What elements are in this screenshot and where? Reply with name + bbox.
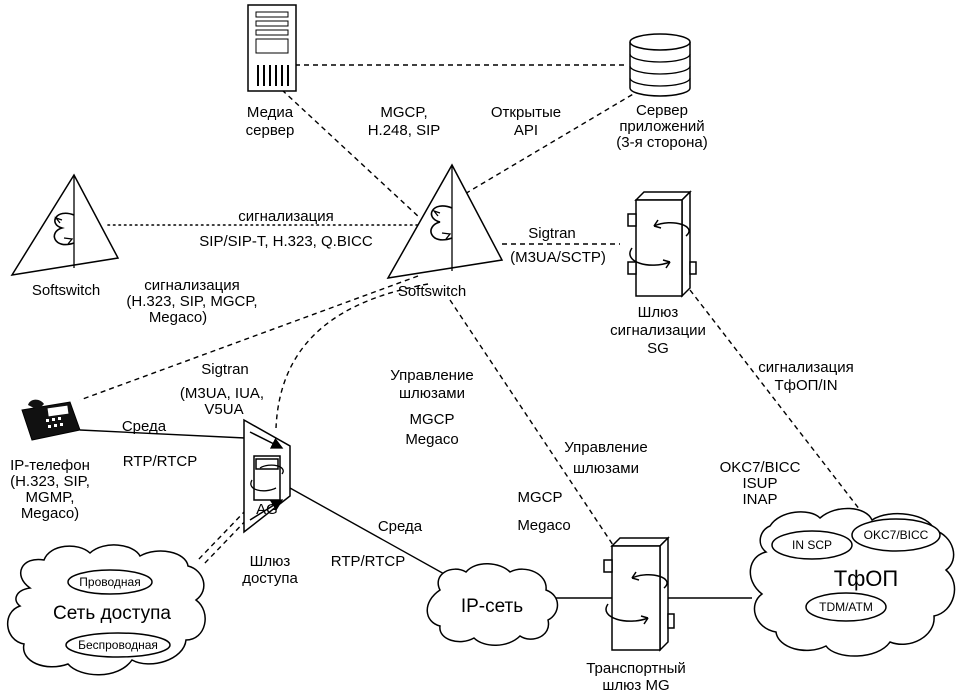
open-api-label-1: Открытые [491, 104, 561, 121]
app-server-label-1: Сервер [636, 102, 688, 119]
ip-phone-icon[interactable] [21, 399, 81, 441]
mg-label-1: Транспортный [586, 660, 686, 677]
mg-proto-label-1: MGCP [518, 489, 563, 506]
mg-mgmt-label-2: шлюзами [573, 460, 639, 477]
wireless-ellipse [65, 632, 171, 658]
okc7-label: OKC7/BICC [864, 528, 929, 542]
ag-label-2: доступа [242, 570, 298, 587]
sigtran-sg-label-2: (M3UA/SCTP) [510, 249, 606, 266]
pstn-proto-label-1: OKC7/BICC [720, 459, 801, 476]
ss-ss-label-2: SIP/SIP-T, H.323, Q.BICC [199, 233, 373, 250]
phone-signaling-label-1: сигнализация [144, 277, 239, 294]
ss-ss-label-1: сигнализация [238, 208, 333, 225]
phone-ag-link [79, 429, 246, 439]
media-ctrl-label-2: H.248, SIP [368, 122, 441, 139]
ip-network-cloud[interactable] [426, 563, 559, 646]
media-softswitch-link [281, 89, 421, 219]
softswitch-left-label: Softswitch [32, 282, 100, 299]
ip-phone-label-2: (H.323, SIP, [10, 473, 90, 490]
ag-mgmt-label-2: шлюзами [399, 385, 465, 402]
database-icon[interactable] [629, 33, 691, 97]
wireless-label: Беспроводная [78, 638, 158, 652]
sg-label-3: SG [647, 340, 669, 357]
tdm-ellipse [805, 592, 887, 622]
ip-phone-label-1: IP-телефон [10, 457, 90, 474]
ag-mgmt-label-3: MGCP [410, 411, 455, 428]
ag-media-label-2: RTP/RTCP [331, 553, 405, 570]
open-api-label-2: API [514, 122, 538, 139]
phone-media-label-2: RTP/RTCP [123, 453, 197, 470]
media-server-icon[interactable] [247, 4, 297, 92]
app-server-label-3: (3-я сторона) [616, 134, 707, 151]
ag-mgmt-label-4: Megaco [405, 431, 458, 448]
ip-phone-label-4: Megaco) [21, 505, 79, 522]
ip-network-label: IP-сеть [461, 596, 523, 617]
sg-label-1: Шлюз [638, 304, 679, 321]
softswitch-center-icon[interactable] [386, 163, 504, 279]
mg-label-2: шлюз MG [602, 677, 669, 693]
media-server-label-1: Медиа [247, 104, 294, 121]
ag-ipnet-link [289, 487, 456, 581]
access-network-title: Сеть доступа [53, 603, 171, 624]
ag-access-link-1 [197, 509, 247, 561]
in-scp-label: IN SCP [792, 538, 832, 552]
app-server-label-2: приложений [619, 118, 704, 135]
sigtran-sg-label-1: Sigtran [528, 225, 576, 242]
softswitch-phone-link [79, 275, 419, 401]
pstn-title: ТфОП [834, 566, 898, 591]
mg-proto-label-2: Megaco [517, 517, 570, 534]
media-server-label-2: сервер [246, 122, 295, 139]
pstn-proto-label-2: ISUP [742, 475, 777, 492]
phone-signaling-label-3: Megaco) [149, 309, 207, 326]
sg-pstn-link [689, 289, 861, 511]
tdm-label: TDM/ATM [819, 600, 873, 614]
sigtran-ag-label-3: V5UA [204, 401, 243, 418]
wired-ellipse [67, 569, 153, 595]
softswitch-mg-link [449, 299, 616, 549]
okc7-ellipse [851, 518, 941, 552]
phone-media-label-1: Среда [122, 418, 167, 435]
ag-label-1: Шлюз [250, 553, 291, 570]
ag-mgmt-label-1: Управление [390, 367, 473, 384]
pstn-proto-label-3: INAP [742, 491, 777, 508]
wired-label: Проводная [79, 575, 140, 589]
transport-gateway-icon[interactable] [603, 536, 675, 652]
softswitch-center-label: Softswitch [398, 283, 466, 300]
signaling-gateway-icon[interactable] [627, 190, 697, 298]
ag-media-label-1: Среда [378, 518, 423, 535]
softswitch-ag-link [275, 283, 429, 429]
softswitch-left-icon[interactable] [10, 173, 120, 277]
pstn-signaling-label-1: сигнализация [758, 359, 853, 376]
ag-tag: AG [256, 501, 278, 518]
mg-mgmt-label-1: Управление [564, 439, 647, 456]
in-scp-ellipse [771, 530, 853, 560]
sigtran-ag-label-2: (M3UA, IUA, [180, 385, 264, 402]
sg-label-2: сигнализации [610, 322, 706, 339]
media-ctrl-label-1: MGCP, [380, 104, 427, 121]
phone-signaling-label-2: (H.323, SIP, MGCP, [126, 293, 257, 310]
access-gateway-icon[interactable] [243, 418, 291, 534]
ip-phone-label-3: MGMP, [26, 489, 75, 506]
sigtran-ag-label-1: Sigtran [201, 361, 249, 378]
pstn-signaling-label-2: ТфОП/IN [774, 377, 837, 394]
